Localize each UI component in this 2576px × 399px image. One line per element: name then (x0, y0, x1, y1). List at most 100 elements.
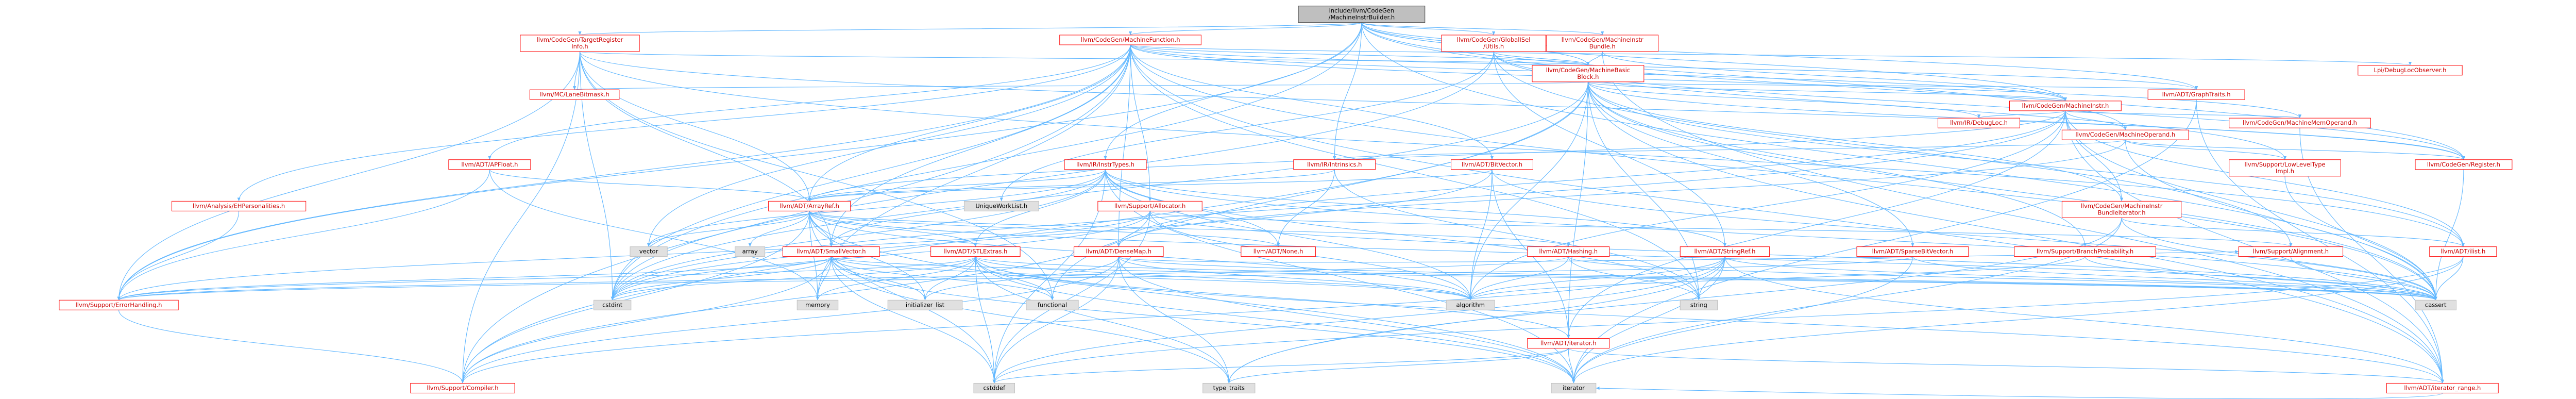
edge-mbb-to-mi (1587, 81, 2067, 102)
node-mclanebitmask[interactable]: llvm/MC/LaneBitmask.h (529, 89, 620, 100)
edge-stringref-to-iterator (1572, 256, 1725, 384)
node-box (1074, 246, 1164, 257)
node-mo[interactable]: llvm/CodeGen/MachineOperand.h (2061, 129, 2189, 140)
edge-mbb-to-mibundleiter (1587, 81, 2124, 202)
node-box (1527, 338, 1610, 348)
node-box (1680, 246, 1770, 257)
node-label: /Utils.h (1483, 43, 1504, 50)
edge-apfloat-to-memory (489, 169, 820, 301)
edge-ilist-to-iterator (1572, 256, 2464, 384)
node-box (529, 89, 620, 100)
edge-mi-to-mibundleiter (2065, 110, 2124, 202)
node-instrtypes[interactable]: llvm/IR/InstrTypes.h (1064, 159, 1147, 170)
node-root[interactable]: include/llvm/CodeGen/MachineInstrBuilder… (1298, 6, 1426, 23)
node-mi[interactable]: llvm/CodeGen/MachineInstr.h (2009, 101, 2122, 111)
node-iterator_adt[interactable]: llvm/ADT/iterator.h (1527, 338, 1610, 348)
edge-mbb-to-iterator_adt (1567, 81, 1588, 339)
node-label: llvm/CodeGen/TargetRegister (537, 36, 623, 43)
node-label: string (1690, 301, 1707, 308)
node-box (2358, 65, 2463, 76)
node-mibundleiter[interactable]: llvm/CodeGen/MachineInstrBundleIterator.… (2061, 201, 2182, 218)
edge-arrayref-to-cassert (809, 211, 2437, 301)
node-none[interactable]: llvm/ADT/None.h (1241, 246, 1316, 257)
edge-mo-to-intrinsics (1333, 139, 2126, 160)
node-ilist[interactable]: llvm/ADT/ilist.h (2429, 246, 2497, 257)
edge-branchprob-to-algorithm (1469, 256, 2086, 301)
node-graphtraits[interactable]: llvm/ADT/GraphTraits.h (2147, 89, 2245, 100)
node-register[interactable]: llvm/CodeGen/Register.h (2415, 159, 2513, 170)
edge-bitvector-to-arrayref (808, 169, 1493, 202)
node-label: cstdint (602, 301, 623, 308)
edge-mi-to-arrayref (808, 110, 2066, 202)
node-arrayref[interactable]: llvm/ADT/ArrayRef.h (768, 201, 851, 211)
node-box (2386, 383, 2499, 393)
edge-intrinsics-to-arrayref (808, 169, 1335, 202)
edge-root-to-graphtraits (1361, 22, 2198, 90)
node-apfloat[interactable]: llvm/ADT/APFloat.h (448, 159, 531, 170)
edge-arrayref-to-cstddef (809, 211, 996, 384)
node-compiler[interactable]: llvm/Support/Compiler.h (410, 383, 515, 393)
edge-mbb-to-branchprob (1587, 81, 2087, 247)
node-label: llvm/CodeGen/MachineFunction.h (1081, 36, 1180, 43)
node-bitvector[interactable]: llvm/ADT/BitVector.h (1451, 159, 1533, 170)
node-box (2238, 246, 2344, 257)
node-debugloc[interactable]: llvm/IR/DebugLoc.h (1938, 118, 2020, 128)
edge-ehpers-to-errorhandling (117, 211, 240, 301)
node-mf[interactable]: llvm/CodeGen/MachineFunction.h (1059, 35, 1201, 45)
node-box (2061, 129, 2189, 140)
edge-mbb-to-iterrange (1587, 81, 2444, 384)
node-label: llvm/ADT/Hashing.h (1539, 248, 1598, 255)
node-intrinsics[interactable]: llvm/IR/Intrinsics.h (1293, 159, 1376, 170)
node-sparsebitvector[interactable]: llvm/ADT/SparseBitVector.h (1856, 246, 1969, 257)
node-box (2229, 159, 2341, 177)
node-errorhandling[interactable]: llvm/Support/ErrorHandling.h (59, 300, 179, 310)
edge-hashing-to-cassert (1568, 256, 2437, 301)
node-smallvector[interactable]: llvm/ADT/SmallVector.h (782, 246, 880, 257)
edge-mo-to-lowleveltype (2125, 139, 2287, 160)
node-stringref[interactable]: llvm/ADT/StringRef.h (1680, 246, 1770, 257)
node-alignment[interactable]: llvm/Support/Alignment.h (2238, 246, 2344, 257)
node-label: llvm/ADT/StringRef.h (1694, 248, 1755, 255)
node-label: llvm/ADT/SparseBitVector.h (1872, 248, 1953, 255)
edge-mbb-to-debugloc (1587, 81, 1980, 119)
edge-stringref-to-compiler (461, 256, 1725, 384)
node-label: llvm/IR/Intrinsics.h (1307, 161, 1362, 168)
node-box (735, 246, 766, 257)
node-branchprob[interactable]: llvm/Support/BranchProbability.h (2014, 246, 2156, 257)
edge-hashing-to-string (1568, 256, 1701, 301)
node-mmo[interactable]: llvm/CodeGen/MachineMemOperand.h (2229, 118, 2371, 128)
node-ehpers[interactable]: llvm/Analysis/EHPersonalities.h (172, 201, 307, 211)
node-allocator[interactable]: llvm/Support/Allocator.h (1097, 201, 1202, 211)
edge-gisel-to-stringref (1493, 51, 1726, 247)
node-iterrange[interactable]: llvm/ADT/iterator_range.h (2386, 383, 2499, 393)
edge-iterator_adt-to-iterrange (1568, 348, 2444, 384)
node-gisel[interactable]: llvm/CodeGen/GlobalISel/Utils.h (1441, 35, 1546, 52)
node-box (2061, 201, 2182, 218)
edge-root-to-tri (579, 22, 1362, 36)
node-box (1532, 65, 1645, 82)
edge-apfloat-to-errorhandling (117, 169, 490, 301)
edge-smallvector-to-iterator (831, 256, 1575, 384)
node-stlextras[interactable]: llvm/ADT/STLExtras.h (930, 246, 1021, 257)
edge-root-to-mib (1361, 22, 1604, 36)
edge-mf-to-arrayref (808, 44, 1131, 202)
edge-smallvector-to-initlist (831, 256, 927, 301)
node-box (796, 300, 839, 310)
node-box (2009, 101, 2122, 111)
edge-allocator-to-cassert (1149, 211, 2437, 301)
edge-tri-to-mbb (579, 51, 1589, 66)
edges-layer (117, 22, 2465, 399)
node-box (1446, 300, 1495, 310)
node-typetraits: type_traits (1202, 383, 1256, 393)
node-functional: functional (1026, 300, 1079, 310)
node-label: /MachineInstrBuilder.h (1329, 14, 1395, 21)
node-dbgobs[interactable]: Lpi/DebugLocObserver.h (2358, 65, 2463, 76)
node-iterator: iterator (1551, 383, 1597, 393)
node-densemap[interactable]: llvm/ADT/DenseMap.h (1074, 246, 1164, 257)
node-hashing[interactable]: llvm/ADT/Hashing.h (1527, 246, 1610, 257)
node-box (1097, 201, 1202, 211)
